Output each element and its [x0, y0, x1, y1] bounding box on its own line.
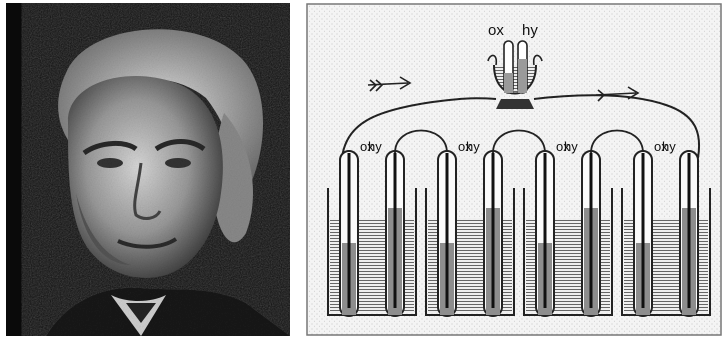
hy-label-3: hy [564, 139, 578, 154]
hy-label-2: hy [466, 139, 480, 154]
hy-label-1: hy [368, 139, 382, 154]
top-ox-label: ox [488, 22, 504, 39]
hy-label-4: hy [662, 139, 676, 154]
portrait-photo [6, 3, 290, 336]
top-hy-label: hy [522, 22, 538, 39]
